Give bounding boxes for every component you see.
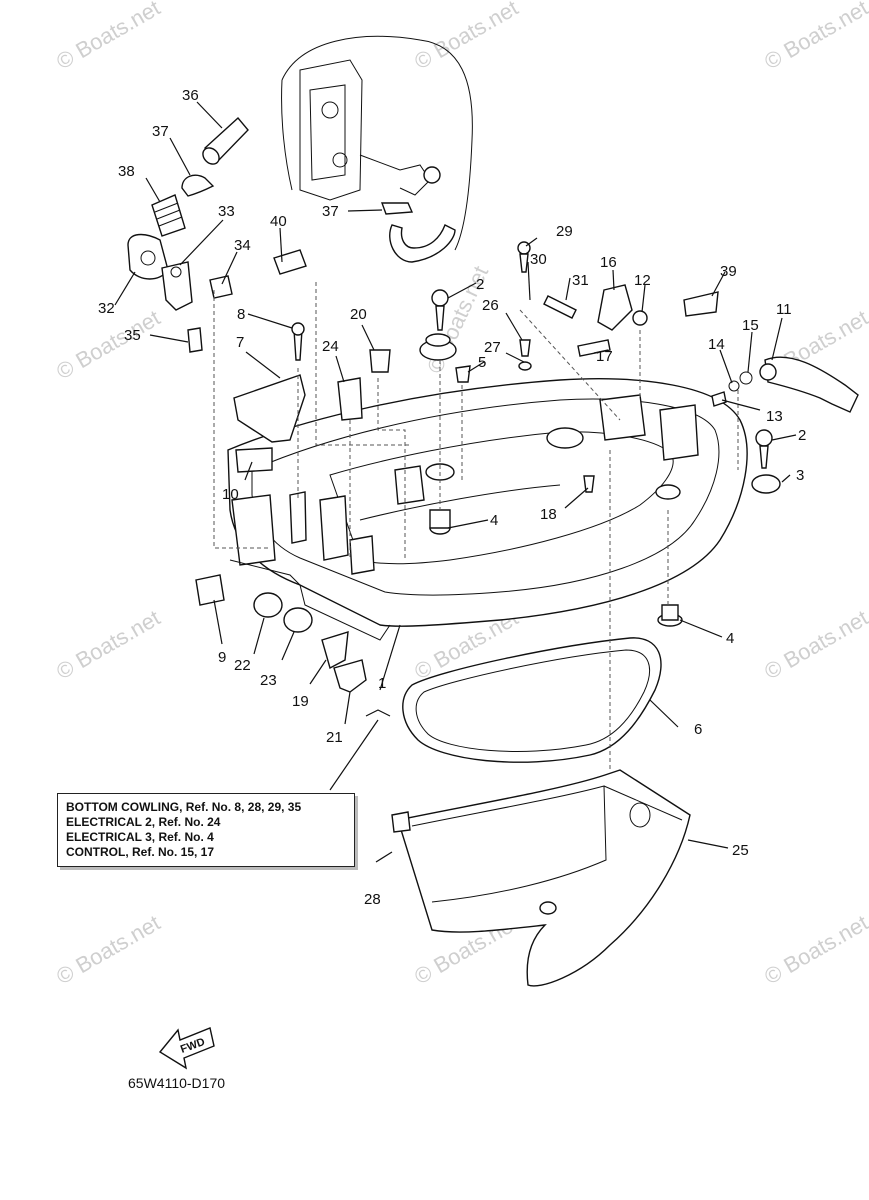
engine-outline xyxy=(281,35,473,263)
callout-19: 19 xyxy=(292,693,309,710)
callout-34: 34 xyxy=(234,237,251,254)
small-parts xyxy=(195,241,781,693)
callout-27: 27 xyxy=(484,339,501,356)
note-line: ELECTRICAL 3, Ref. No. 4 xyxy=(66,830,214,844)
callout-6: 6 xyxy=(694,721,702,738)
note-line: ELECTRICAL 2, Ref. No. 24 xyxy=(66,815,221,829)
callout-4: 4 xyxy=(490,512,498,529)
watermark: © Boats.net xyxy=(760,605,869,684)
watermark: © Boats.net xyxy=(760,910,869,989)
bottom-cowling xyxy=(227,378,748,641)
callout-12: 12 xyxy=(634,272,651,289)
callout-37: 37 xyxy=(152,123,169,140)
callout-14: 14 xyxy=(708,336,725,353)
watermark: © Boats.net xyxy=(52,0,164,74)
callout-39: 39 xyxy=(720,263,737,280)
callout-17: 17 xyxy=(596,348,613,365)
watermark: © Boats.net xyxy=(52,910,164,989)
callout-38: 38 xyxy=(118,163,135,180)
diagram-code: 65W4110-D170 xyxy=(128,1075,226,1091)
callout-13: 13 xyxy=(766,408,783,425)
note-line: BOTTOM COWLING, Ref. No. 8, 28, 29, 35 xyxy=(66,800,302,814)
callout-4: 4 xyxy=(726,630,734,647)
callout-15: 15 xyxy=(742,317,759,334)
callout-10: 10 xyxy=(222,486,239,503)
watermark: © Boats.net xyxy=(760,0,869,74)
reference-notes-box: BOTTOM COWLING, Ref. No. 8, 28, 29, 35 E… xyxy=(57,793,355,867)
callout-16: 16 xyxy=(600,254,617,271)
callout-7: 7 xyxy=(236,334,244,351)
callout-20: 20 xyxy=(350,306,367,323)
callout-23: 23 xyxy=(260,672,277,689)
seal-part xyxy=(402,637,662,763)
note-line: CONTROL, Ref. No. 15, 17 xyxy=(66,845,215,859)
callout-18: 18 xyxy=(540,506,557,523)
callout-33: 33 xyxy=(218,203,235,220)
callout-22: 22 xyxy=(234,657,251,674)
watermark: © Boats.net xyxy=(52,605,164,684)
callout-30: 30 xyxy=(530,251,547,268)
callout-1: 1 xyxy=(378,675,386,692)
callout-40: 40 xyxy=(270,213,287,230)
callout-26: 26 xyxy=(482,297,499,314)
reference-lines xyxy=(213,282,739,770)
callout-11: 11 xyxy=(776,301,792,318)
callout-2: 2 xyxy=(476,276,484,293)
callout-37: 37 xyxy=(322,203,339,220)
callout-21: 21 xyxy=(326,729,343,746)
callout-31: 31 xyxy=(572,272,589,289)
callout-25: 25 xyxy=(732,842,749,859)
callout-29: 29 xyxy=(556,223,573,240)
callout-8: 8 xyxy=(237,306,245,323)
callout-5: 5 xyxy=(478,354,486,371)
leader-lines xyxy=(114,101,797,863)
callout-36: 36 xyxy=(182,87,199,104)
callout-labels: 1 2 2 3 4 4 5 6 7 8 9 10 11 12 13 14 15 … xyxy=(98,87,806,908)
lower-cover xyxy=(391,769,691,987)
callout-3: 3 xyxy=(796,467,804,484)
fwd-arrow: FWD xyxy=(158,1027,215,1070)
callout-24: 24 xyxy=(322,338,339,355)
hose-parts xyxy=(127,116,249,353)
callout-9: 9 xyxy=(218,649,226,666)
handle-part xyxy=(711,356,859,413)
callout-32: 32 xyxy=(98,300,115,317)
callout-28: 28 xyxy=(364,891,381,908)
watermark: © Boats.net xyxy=(410,0,522,74)
callout-35: 35 xyxy=(124,327,141,344)
callout-2: 2 xyxy=(798,427,806,444)
